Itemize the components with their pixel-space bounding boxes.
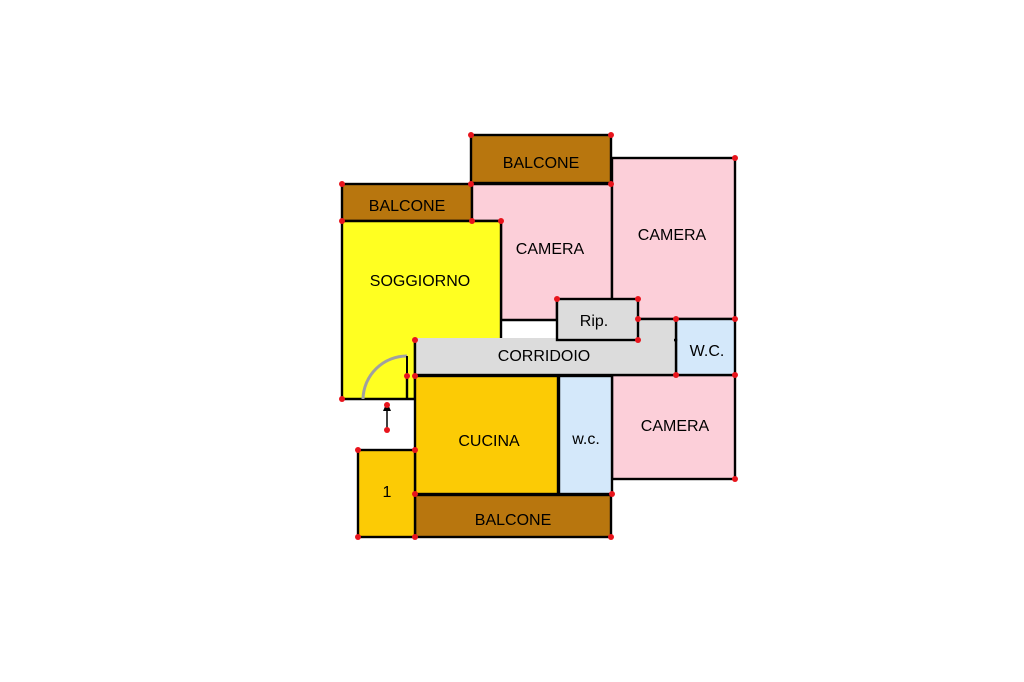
- room-storage[interactable]: [356, 448, 417, 539]
- room-corridoio[interactable]: [413, 338, 678, 377]
- label-camera-bottom: CAMERA: [641, 418, 710, 435]
- arrow-up-icon: [383, 402, 391, 433]
- label-balcone-bottom: BALCONE: [475, 512, 551, 529]
- label-balcone-top: BALCONE: [503, 155, 579, 172]
- label-cucina: CUCINA: [458, 433, 520, 450]
- room-wc-right[interactable]: [674, 317, 737, 377]
- room-balcone-top[interactable]: [469, 133, 613, 185]
- label-wc-right: W.C.: [690, 343, 725, 360]
- label-ripostiglio: Rip.: [580, 313, 608, 330]
- room-camera-right[interactable]: [610, 156, 737, 321]
- room-ripostiglio[interactable]: [555, 297, 640, 342]
- room-soggiorno[interactable]: [340, 219, 503, 401]
- corridor-join: [416, 338, 674, 342]
- label-wc-center: w.c.: [571, 431, 600, 448]
- vertex-markers: [339, 132, 738, 540]
- label-storage: 1: [383, 484, 392, 501]
- label-soggiorno: SOGGIORNO: [370, 273, 470, 290]
- label-balcone-left: BALCONE: [369, 198, 445, 215]
- label-camera-right: CAMERA: [638, 227, 707, 244]
- label-corridoio: CORRIDOIO: [498, 348, 590, 365]
- label-camera-center: CAMERA: [516, 241, 585, 258]
